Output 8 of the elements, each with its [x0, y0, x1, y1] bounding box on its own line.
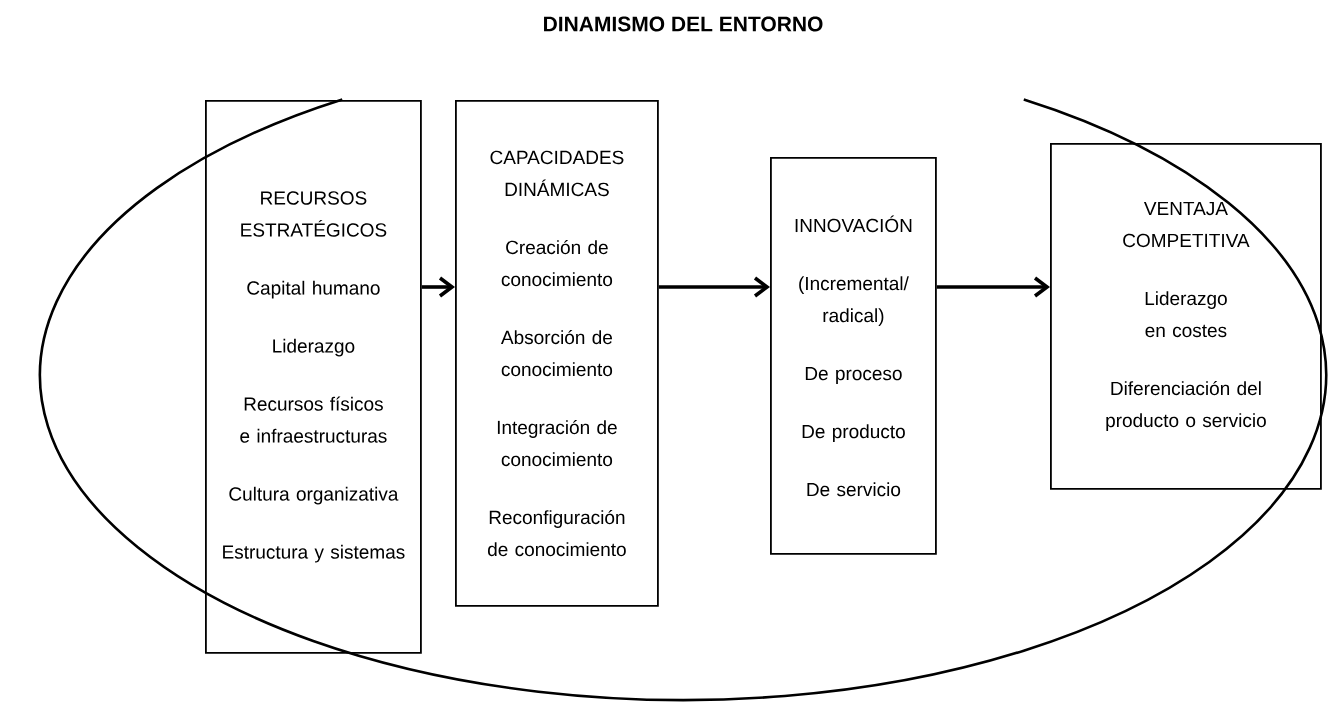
- title: DINAMISMO DEL ENTORNO: [544, 16, 823, 32]
- text-box: CAPACIDADES DINÁMICAS Creación de conocimiento Absorción de conocimiento Integración de conocimiento Reconfiguración de conocimiento: [455, 100, 659, 607]
- arrow: [421, 276, 455, 298]
- text-box: INNOVACIÓN (Incremental/ radical) De proceso De producto De servicio: [770, 157, 937, 555]
- arrow: [936, 276, 1050, 298]
- text-box: RECURSOS ESTRATÉGICOS Capital humano Liderazgo Recursos físicos e infraestructuras Cultura organizativa Estructura y sistemas: [205, 100, 422, 654]
- text-box: VENTAJA COMPETITIVA Liderazgo en costes Diferenciación del producto o servicio: [1050, 143, 1322, 490]
- arrow: [658, 276, 770, 298]
